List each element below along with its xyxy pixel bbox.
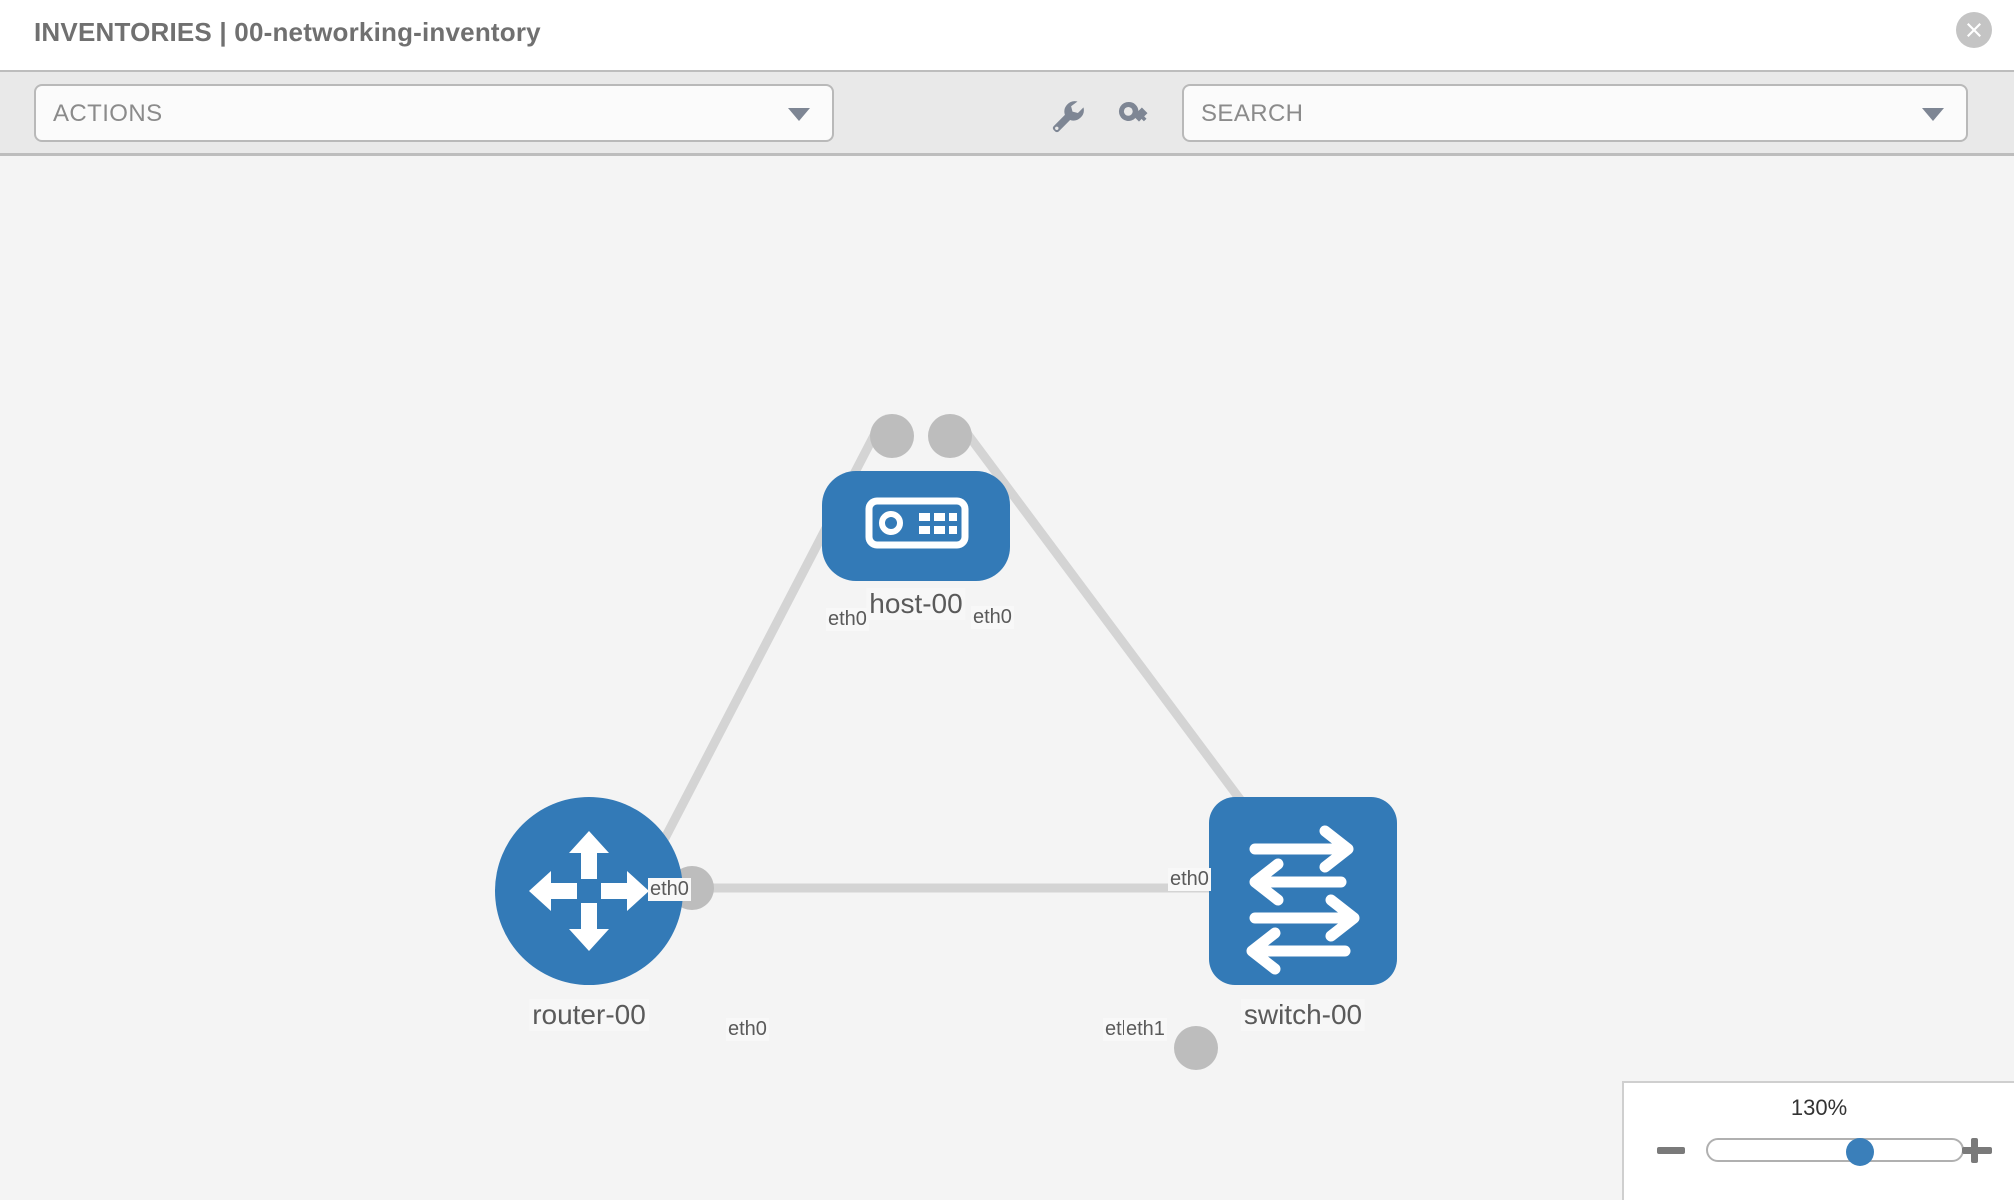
actions-dropdown-label: ACTIONS <box>53 100 163 127</box>
search-input[interactable]: SEARCH <box>1182 84 1968 142</box>
actions-dropdown[interactable]: ACTIONS <box>34 84 834 142</box>
node-host-00[interactable] <box>822 471 1010 581</box>
minus-icon[interactable] <box>1654 1133 1688 1167</box>
iface-label-router-eth0-horizontal: eth0 <box>726 1018 769 1041</box>
node-label-router-00: router-00 <box>529 999 649 1031</box>
key-icon[interactable] <box>1112 94 1154 136</box>
connector-host-eth0-right[interactable] <box>928 414 972 458</box>
page-header: INVENTORIES | 00-networking-inventory <box>0 0 2014 70</box>
topology-canvas[interactable]: eth0 eth0 eth0 eth0 eth0 eth0 eth1 host-… <box>0 156 2014 1200</box>
iface-label-switch-eth0-diagonal: eth0 <box>1168 868 1211 891</box>
iface-label-host-eth0-left: eth0 <box>826 608 869 631</box>
zoom-slider[interactable] <box>1706 1138 1964 1166</box>
wrench-icon[interactable] <box>1046 94 1088 136</box>
zoom-slider-handle[interactable] <box>1846 1138 1875 1166</box>
edge-host-switch[interactable] <box>956 421 1249 809</box>
chevron-down-icon <box>788 108 810 121</box>
router-node-shape[interactable] <box>495 797 683 985</box>
node-label-host-00: host-00 <box>866 588 966 620</box>
connector-host-eth0-left[interactable] <box>870 414 914 458</box>
node-label-switch-00: switch-00 <box>1240 999 1366 1031</box>
zoom-level-value: 130% <box>1790 1095 1848 1120</box>
page-title: INVENTORIES | 00-networking-inventory <box>34 17 541 47</box>
toolbar: ACTIONS SEARCH <box>0 70 2014 156</box>
iface-label-host-eth0-right: eth0 <box>971 606 1014 629</box>
server-appliance-icon <box>865 497 969 549</box>
zoom-slider-row <box>1624 1131 2014 1175</box>
search-placeholder: SEARCH <box>1201 100 1304 127</box>
host-node-shape[interactable] <box>822 471 1010 581</box>
plus-icon[interactable] <box>1960 1133 1994 1167</box>
node-router-00[interactable] <box>495 797 683 985</box>
switch-arrows-icon <box>1246 825 1360 975</box>
chevron-down-icon[interactable] <box>1922 108 1944 121</box>
node-switch-00[interactable] <box>1209 797 1397 985</box>
zoom-control-panel: 130% <box>1622 1081 2014 1200</box>
iface-label-router-eth0-diagonal: eth0 <box>648 878 691 901</box>
topology-graph <box>495 414 1397 1070</box>
connector-switch-eth1[interactable] <box>1174 1026 1218 1070</box>
iface-label-switch-eth1: eth1 <box>1124 1018 1167 1041</box>
close-icon[interactable] <box>1956 12 1992 48</box>
switch-node-shape[interactable] <box>1209 797 1397 985</box>
router-four-arrows-icon <box>529 831 649 951</box>
